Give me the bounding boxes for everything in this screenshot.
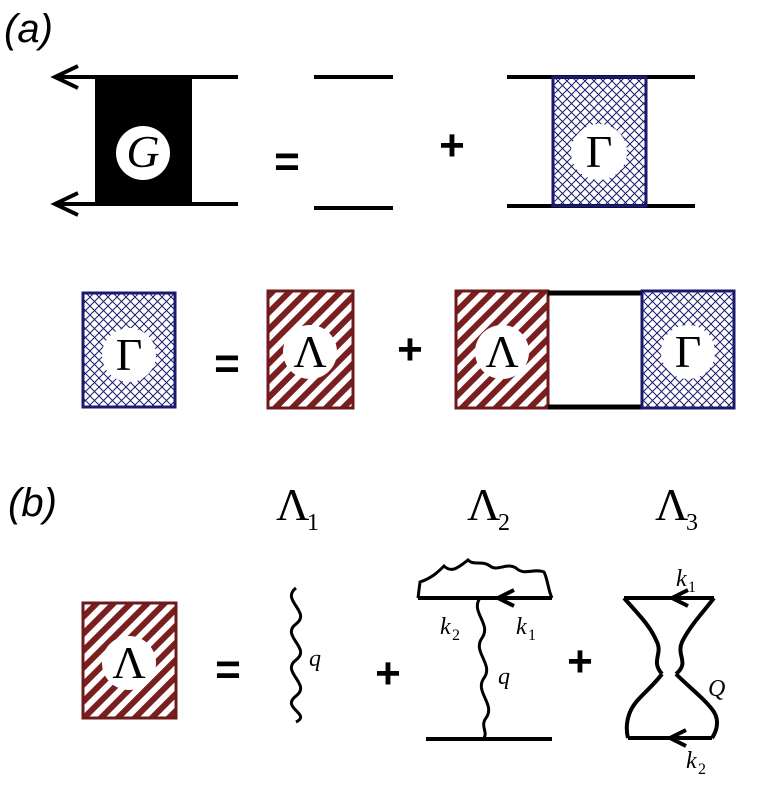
diagram-lambda-1: q (289, 586, 321, 724)
diagram-lambda-2: k 2 k 1 q (416, 558, 554, 741)
header-lambda-1: Λ 1 (276, 479, 319, 536)
arrow-left-icon (665, 728, 687, 748)
gamma-symbol: Γ (116, 329, 143, 380)
momentum-q-label: q (498, 664, 510, 690)
arrow-left-icon (667, 588, 689, 608)
svg-text:Λ: Λ (276, 479, 309, 530)
lambda-block-b: Λ (81, 601, 178, 720)
plus-sign: + (439, 121, 465, 170)
gamma-symbol: Γ (675, 326, 702, 377)
svg-text:2: 2 (498, 510, 510, 536)
lambda-symbol: Λ (293, 326, 326, 377)
svg-text:Λ: Λ (655, 479, 688, 530)
arrow-left-icon (493, 588, 515, 608)
svg-text:2: 2 (698, 761, 706, 778)
lambda-symbol: Λ (485, 326, 518, 377)
momentum-k2-label: k (686, 748, 697, 774)
header-lambda-3: Λ 3 (655, 479, 698, 536)
diagram-lambda-3: k 1 Q k 2 (622, 566, 725, 778)
header-lambda-2: Λ 2 (467, 479, 510, 536)
momentum-k1-label: k (516, 614, 527, 640)
svg-text:3: 3 (686, 510, 698, 536)
svg-text:1: 1 (528, 627, 536, 644)
gamma-block-eq2-lhs: Γ (81, 291, 177, 409)
ladder-term: Λ Γ (454, 289, 736, 410)
panel-b-label: (b) (8, 481, 57, 525)
plus-sign: + (375, 649, 401, 698)
panel-a-label: (a) (4, 7, 53, 51)
gamma-symbol: Γ (586, 126, 613, 177)
equals-sign: = (214, 339, 240, 388)
lambda-block-eq2: Λ (266, 289, 355, 410)
gamma-block-eq1: Γ (507, 75, 695, 208)
momentum-Q-label: Q (708, 676, 725, 702)
svg-text:1: 1 (307, 510, 319, 536)
momentum-q-label: q (309, 646, 321, 672)
lambda-symbol: Λ (112, 637, 145, 688)
plus-sign: + (397, 325, 423, 374)
svg-text:Λ: Λ (467, 479, 500, 530)
equals-sign: = (215, 645, 241, 694)
arrow-left-icon (50, 191, 79, 217)
g-symbol: G (126, 126, 159, 177)
g-block: G (50, 64, 238, 217)
equals-sign: = (274, 137, 300, 186)
bare-propagator-pair (314, 75, 393, 210)
momentum-k1-label: k (676, 566, 687, 592)
plus-sign: + (567, 637, 593, 686)
arrow-left-icon (50, 64, 79, 90)
svg-text:1: 1 (688, 579, 696, 596)
momentum-k2-label: k (440, 614, 451, 640)
svg-text:2: 2 (452, 627, 460, 644)
